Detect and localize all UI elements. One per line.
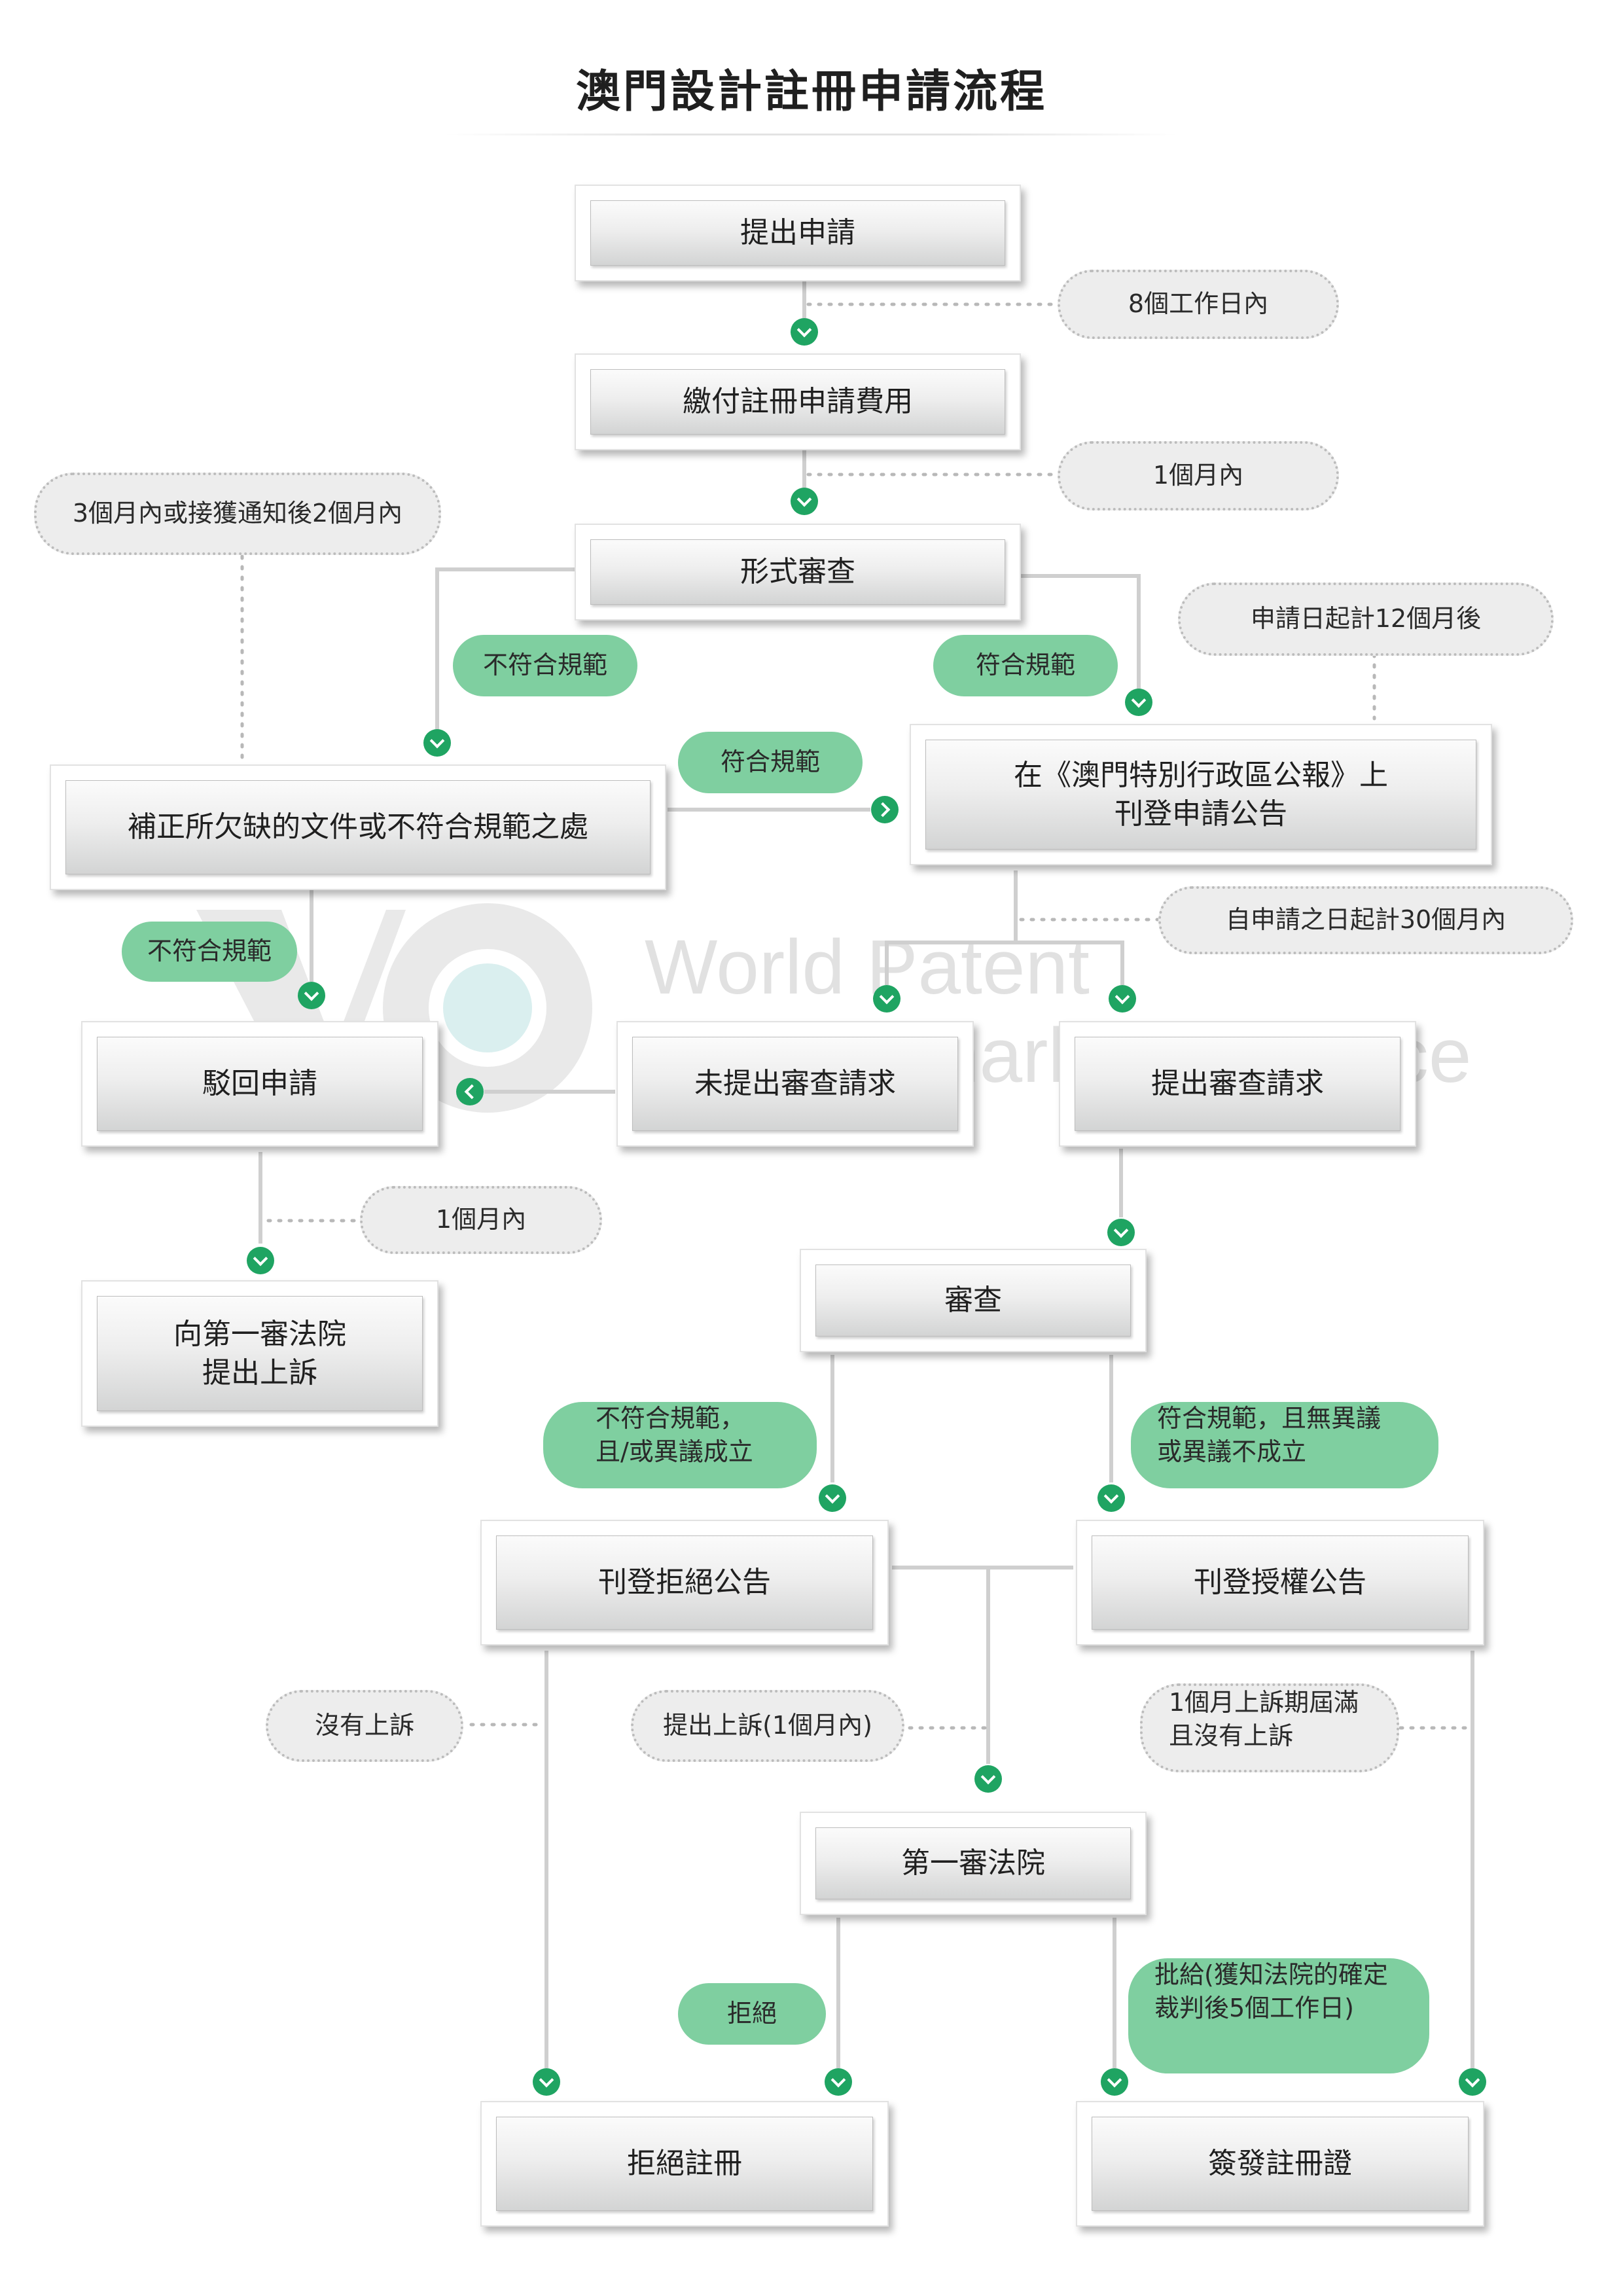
step-correct-deficiencies: 補正所欠缺的文件或不符合規範之處 [50, 764, 666, 890]
arrow-down-icon [247, 1247, 274, 1274]
step-label: 補正所欠缺的文件或不符合規範之處 [65, 780, 651, 874]
arrow-down-icon [423, 729, 451, 757]
arrow-down-icon [298, 982, 325, 1009]
note-after-12-months: 申請日起計12個月後 [1178, 583, 1554, 656]
arrow-left-icon [456, 1078, 484, 1105]
cond-refusal: 不符合規範， 且/或異議成立 [543, 1402, 817, 1488]
connector-publish-exam-req [1016, 941, 1124, 985]
cond-compliant-b: 符合規範 [678, 732, 863, 793]
step-appeal-to-court: 向第一審法院 提出上訴 [81, 1280, 438, 1427]
cond-noncompliant-a: 不符合規範 [453, 635, 637, 696]
connector-formal-publish [1020, 574, 1141, 694]
step-label: 提出申請 [590, 200, 1005, 266]
step-first-instance-court: 第一審法院 [800, 1812, 1147, 1915]
arrow-down-icon [533, 2068, 560, 2096]
cond-line1: 批給(獲知法院的確定 [1154, 1960, 1388, 1989]
note-within-1-month-b: 1個月內 [360, 1186, 602, 1254]
step-publish-gazette: 在《澳門特別行政區公報》上 刊登申請公告 [910, 724, 1492, 865]
arrow-down-icon [791, 318, 818, 346]
cond-line1: 不符合規範， [596, 1404, 745, 1433]
arrow-right-icon [871, 796, 899, 823]
step-label: 刊登拒絕公告 [496, 1535, 873, 1630]
arrow-down-icon [791, 488, 818, 515]
cond-grant: 符合規範，且無異議 或異議不成立 [1131, 1402, 1438, 1488]
note-no-appeal: 沒有上訴 [266, 1690, 463, 1762]
cond-line1: 符合規範，且無異議 [1157, 1404, 1382, 1433]
note-within-3-months: 3個月內或接獲通知後2個月內 [34, 473, 441, 555]
cond-line2: 或異議不成立 [1157, 1437, 1307, 1467]
arrow-down-icon [1125, 689, 1152, 716]
step-label: 形式審查 [590, 539, 1005, 605]
step-pay-fee: 繳付註冊申請費用 [575, 353, 1021, 450]
step-label: 向第一審法院 提出上訴 [97, 1296, 423, 1411]
step-label: 第一審法院 [815, 1827, 1131, 1899]
step-label: 駁回申請 [97, 1037, 423, 1131]
step-label: 拒絕註冊 [496, 2117, 873, 2211]
note-within-30-months: 自申請之日起計30個月內 [1158, 886, 1573, 954]
cond-line2: 且/或異議成立 [596, 1437, 753, 1467]
step-label: 簽發註冊證 [1092, 2117, 1469, 2211]
cond-noncompliant-b: 不符合規範 [122, 922, 297, 982]
arrow-down-icon [873, 985, 901, 1013]
page-title: 澳門設計註冊申請流程 [575, 66, 1047, 118]
step-label: 提出審查請求 [1075, 1037, 1400, 1131]
title-divider [445, 134, 1178, 135]
note-appeal-expired: 1個月上訴期屆滿 且沒有上訴 [1140, 1683, 1399, 1772]
step-issue-certificate: 簽發註冊證 [1076, 2101, 1484, 2227]
step-exam-request: 提出審查請求 [1059, 1021, 1416, 1147]
step-label-line2: 刊登申請公告 [1115, 797, 1287, 831]
cond-line2: 裁判後5個工作日) [1154, 1994, 1355, 2023]
arrow-down-icon [1101, 2068, 1128, 2096]
arrow-down-icon [1459, 2068, 1486, 2096]
connector-publish-split [885, 870, 1018, 985]
arrow-down-icon [825, 2068, 852, 2096]
arrow-down-icon [1097, 1484, 1125, 1512]
step-publish-refusal: 刊登拒絕公告 [480, 1520, 889, 1645]
step-formal-examination: 形式審查 [575, 524, 1021, 620]
step-substantive-exam: 審查 [800, 1249, 1147, 1352]
step-label: 在《澳門特別行政區公報》上 刊登申請公告 [925, 740, 1476, 850]
step-no-exam-request: 未提出審查請求 [616, 1021, 974, 1147]
note-appeal-within-1-month: 提出上訴(1個月內) [631, 1690, 904, 1762]
arrow-down-icon [1107, 1219, 1135, 1246]
step-label: 審查 [815, 1265, 1131, 1336]
step-reject-application: 駁回申請 [81, 1021, 438, 1147]
step-label-line1: 向第一審法院 [173, 1317, 346, 1351]
step-refuse-registration: 拒絕註冊 [480, 2101, 889, 2227]
note-line2: 且沒有上訴 [1169, 1721, 1294, 1751]
step-submit-application: 提出申請 [575, 185, 1021, 281]
step-publish-grant: 刊登授權公告 [1076, 1520, 1484, 1645]
arrow-down-icon [819, 1484, 846, 1512]
note-line1: 1個月上訴期屆滿 [1169, 1688, 1359, 1717]
step-label: 未提出審查請求 [632, 1037, 958, 1131]
note-within-8-workdays: 8個工作日內 [1058, 270, 1339, 339]
step-label: 刊登授權公告 [1092, 1535, 1469, 1630]
cond-compliant-a: 符合規範 [933, 635, 1118, 696]
arrow-down-icon [1109, 985, 1136, 1013]
step-label: 繳付註冊申請費用 [590, 369, 1005, 435]
step-label-line1: 在《澳門特別行政區公報》上 [1014, 758, 1388, 792]
cond-rejected: 拒絕 [678, 1983, 826, 2045]
cond-approved: 批給(獲知法院的確定 裁判後5個工作日) [1128, 1958, 1429, 2073]
step-label-line2: 提出上訴 [202, 1356, 317, 1390]
connector-formal-correct [435, 567, 576, 730]
arrow-down-icon [974, 1765, 1002, 1793]
note-within-1-month-a: 1個月內 [1058, 441, 1339, 511]
